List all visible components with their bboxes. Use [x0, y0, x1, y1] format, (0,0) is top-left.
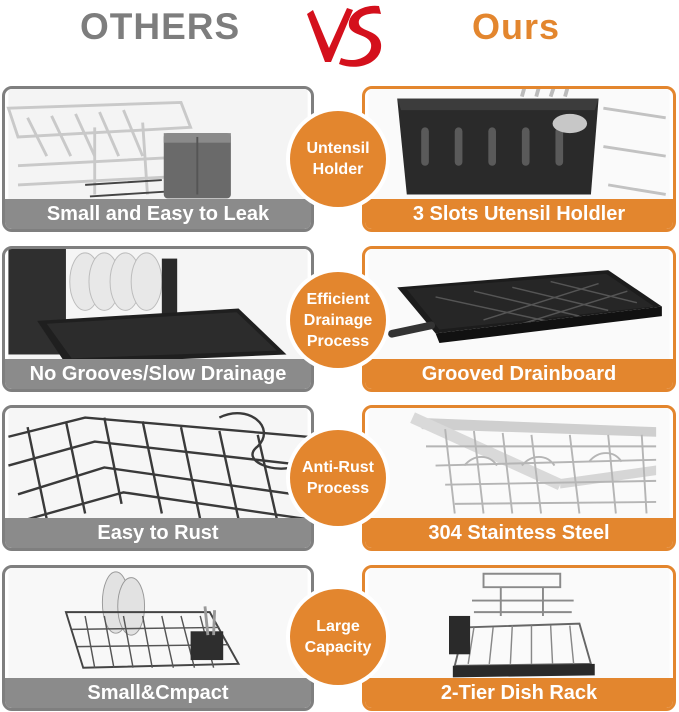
ours-capacity-panel: 2-Tier Dish Rack [362, 565, 676, 711]
ours-caption-1: 3 Slots Utensil Holdler [365, 199, 673, 229]
badge-label-4: Large Capacity [304, 618, 372, 656]
feature-badge-utensil: Untensil Holder [290, 111, 386, 207]
ours-utensil-panel: 3 Slots Utensil Holdler [362, 86, 676, 232]
vs-logo [307, 5, 382, 67]
others-caption-4: Small&Cmpact [5, 678, 311, 708]
feature-badge-drainage: Efficient Drainage Process [290, 272, 386, 368]
others-caption-2: No Grooves/Slow Drainage [5, 359, 311, 389]
others-caption-1: Small and Easy to Leak [5, 199, 311, 229]
feature-badge-capacity: Large Capacity [290, 589, 386, 685]
ours-heading: Ours [472, 6, 561, 47]
badge-label-1: Untensil Holder [306, 140, 370, 178]
others-heading: OTHERS [80, 6, 241, 47]
ours-caption-2: Grooved Drainboard [365, 359, 673, 389]
badge-label-2: Efficient Drainage Process [303, 290, 373, 350]
others-capacity-panel: Small&Cmpact [2, 565, 314, 711]
others-rust-panel: Easy to Rust [2, 405, 314, 551]
badge-label-3: Anti-Rust Process [302, 459, 374, 497]
others-utensil-panel: Small and Easy to Leak [2, 86, 314, 232]
others-caption-3: Easy to Rust [5, 518, 311, 548]
feature-badge-rust: Anti-Rust Process [290, 430, 386, 526]
ours-steel-panel: 304 Staintess Steel [362, 405, 676, 551]
others-drainage-panel: No Grooves/Slow Drainage [2, 246, 314, 392]
ours-caption-4: 2-Tier Dish Rack [365, 678, 673, 708]
ours-drainage-panel: Grooved Drainboard [362, 246, 676, 392]
ours-caption-3: 304 Staintess Steel [365, 518, 673, 548]
